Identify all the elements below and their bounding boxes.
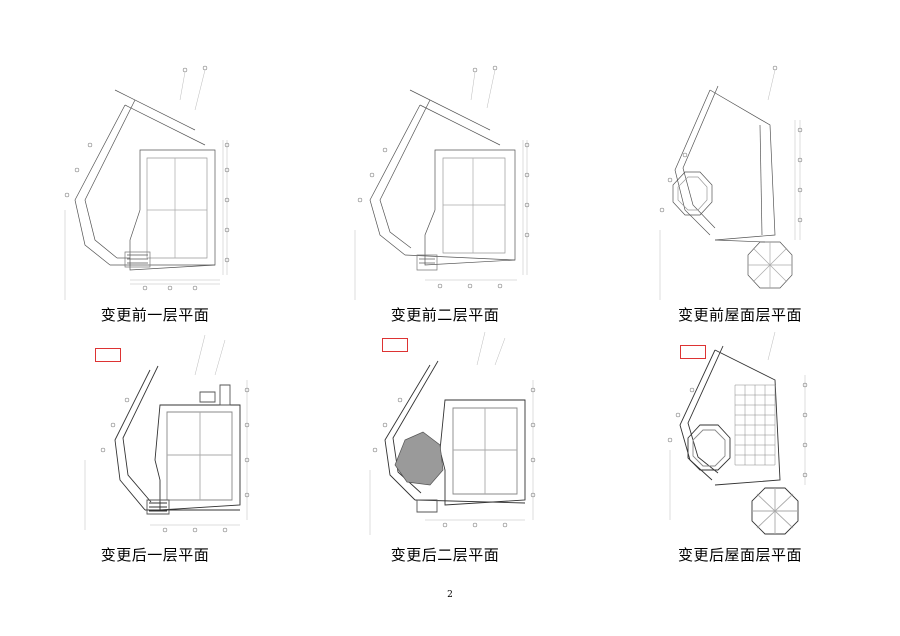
floor-plan-drawing: [640, 60, 840, 305]
floor-plan-drawing: [55, 60, 255, 305]
hatched-area: [395, 432, 443, 485]
panel-caption: 变更前二层平面: [390, 306, 500, 324]
panel-after-floor-1: 变更后一层平面: [55, 320, 255, 570]
panel-caption: 变更后二层平面: [390, 546, 500, 564]
panel-caption: 变更前一层平面: [100, 306, 210, 324]
panel-caption: 变更前屋面层平面: [677, 306, 802, 324]
revision-stamp: [680, 345, 706, 359]
page-number: 2: [447, 590, 453, 600]
panel-caption: 变更后屋面层平面: [677, 546, 802, 564]
floor-plan-drawing: [640, 320, 840, 540]
panel-before-floor-2: 变更前二层平面: [345, 60, 545, 325]
floor-plan-drawing: [55, 320, 255, 540]
revision-stamp: [382, 338, 408, 352]
panel-before-roof: 变更前屋面层平面: [640, 60, 840, 325]
panel-after-roof: 变更后屋面层平面: [640, 320, 840, 570]
floor-plan-drawing: [345, 60, 545, 305]
floor-plan-drawing: [345, 320, 545, 540]
panel-after-floor-2: 变更后二层平面: [345, 320, 545, 570]
panel-caption: 变更后一层平面: [100, 546, 210, 564]
panel-before-floor-1: 变更前一层平面: [55, 60, 255, 325]
revision-stamp: [95, 348, 121, 362]
